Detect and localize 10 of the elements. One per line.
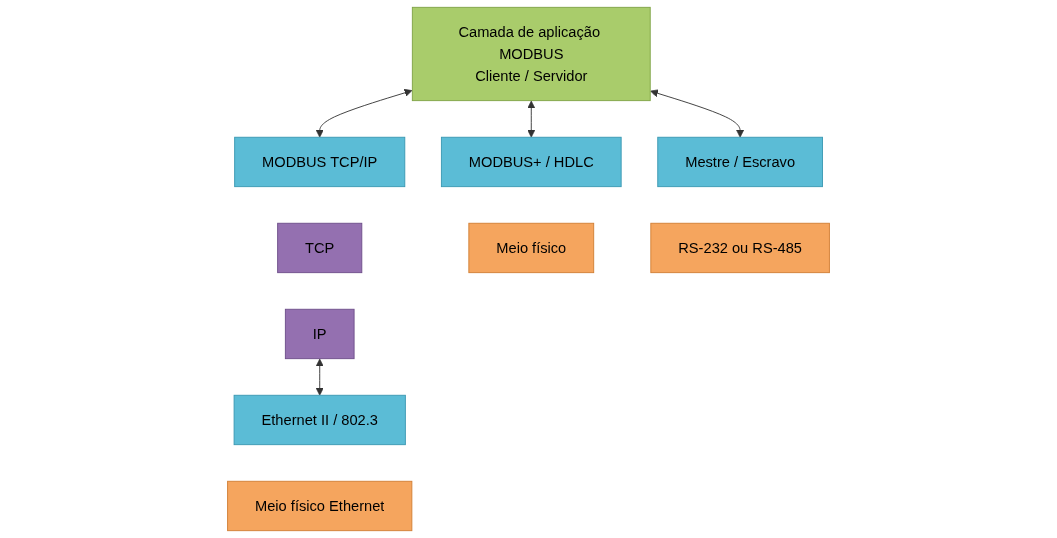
node-box: Mestre / Escravo [657,136,823,188]
node-box: Ethernet II / 802.3 [233,394,406,446]
node-box: MODBUS TCP/IP [234,136,406,188]
node-box: MODBUS+ / HDLC [440,136,622,188]
node-box: TCP [277,222,363,274]
node-box: IP [284,308,355,360]
node-box: Meio físico [468,222,595,274]
node-box: Meio físico Ethernet [227,480,413,532]
node-box: RS-232 ou RS-485 [650,222,830,274]
node-box: Camada de aplicação MODBUS Cliente / Servidor [411,6,651,102]
